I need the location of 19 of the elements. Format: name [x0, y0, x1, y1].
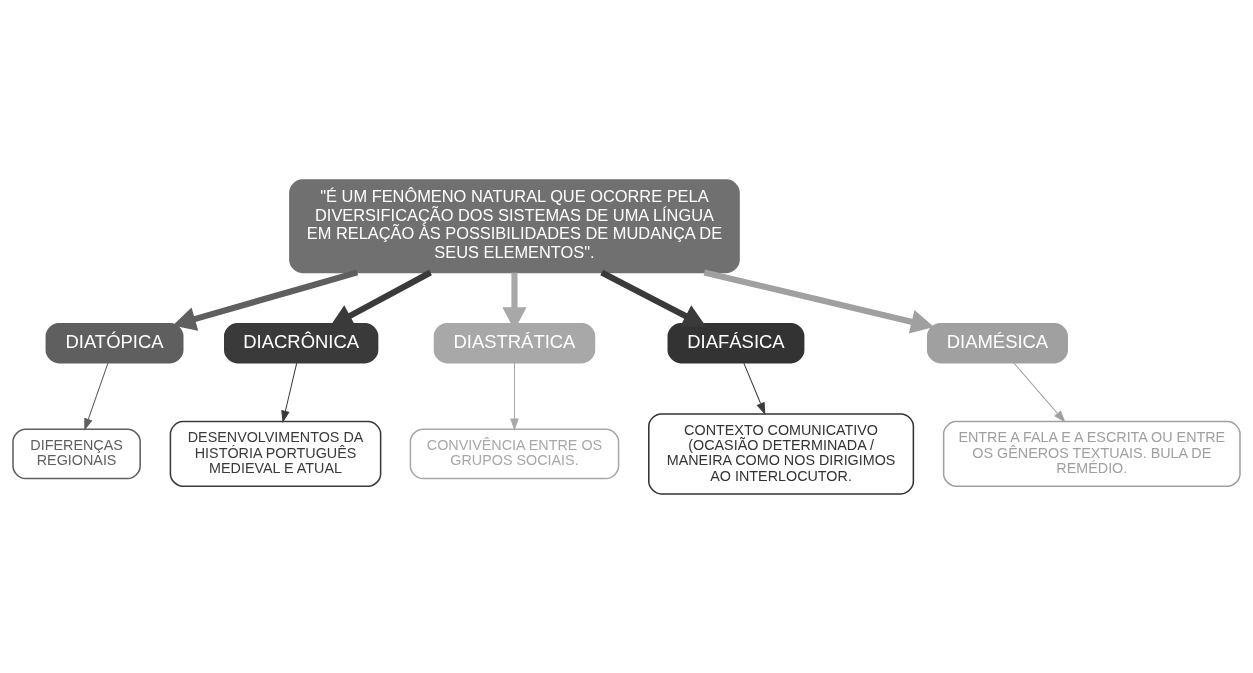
node-box: DESENVOLVIMENTOS DA HISTÓRIA PORTUGUÊS MEDIEVAL E ATUAL: [169, 420, 382, 487]
node-box: CONVIVÊNCIA ENTRE OS GRUPOS SOCIAIS.: [409, 428, 620, 479]
arrow: [1013, 362, 1066, 423]
node-box: DIACRÔNICA: [224, 322, 379, 363]
arrow: [172, 268, 359, 331]
arrow: [510, 362, 519, 431]
arrow: [743, 362, 766, 415]
arrow: [84, 362, 109, 431]
node-box: CONTEXTO COMUNICATIVO (OCASIÃO DETERMINADA / MANEIRA COMO NOS DIRIGIMOS AO INTERLOCUTOR.: [648, 412, 915, 495]
arrow: [703, 268, 935, 333]
node-box: DIAFÁSICA: [667, 322, 805, 363]
arrow: [600, 269, 707, 327]
node-box: DIATÓPICA: [45, 322, 184, 363]
node-box: ENTRE A FALA E A ESCRITA OU ENTRE OS GÊNEROS TEXTUAIS. BULA DE REMÉDIO.: [942, 420, 1241, 487]
node-box: DIAMÉSICA: [926, 322, 1068, 363]
arrow: [281, 362, 298, 423]
node-box: "É UM FENÔMENO NATURAL QUE OCORRE PELA DIVERSIFICAÇÃO DOS SISTEMAS DE UMA LÍNGUA EM RELAÇÃO ÀS POSSIBILIDADES DE MUDANÇA DE SEUS ELEMENTOS".: [289, 178, 740, 273]
node-box: DIASTRÁTICA: [433, 322, 596, 363]
node-box: DIFERENÇAS REGIONAIS: [12, 428, 141, 479]
